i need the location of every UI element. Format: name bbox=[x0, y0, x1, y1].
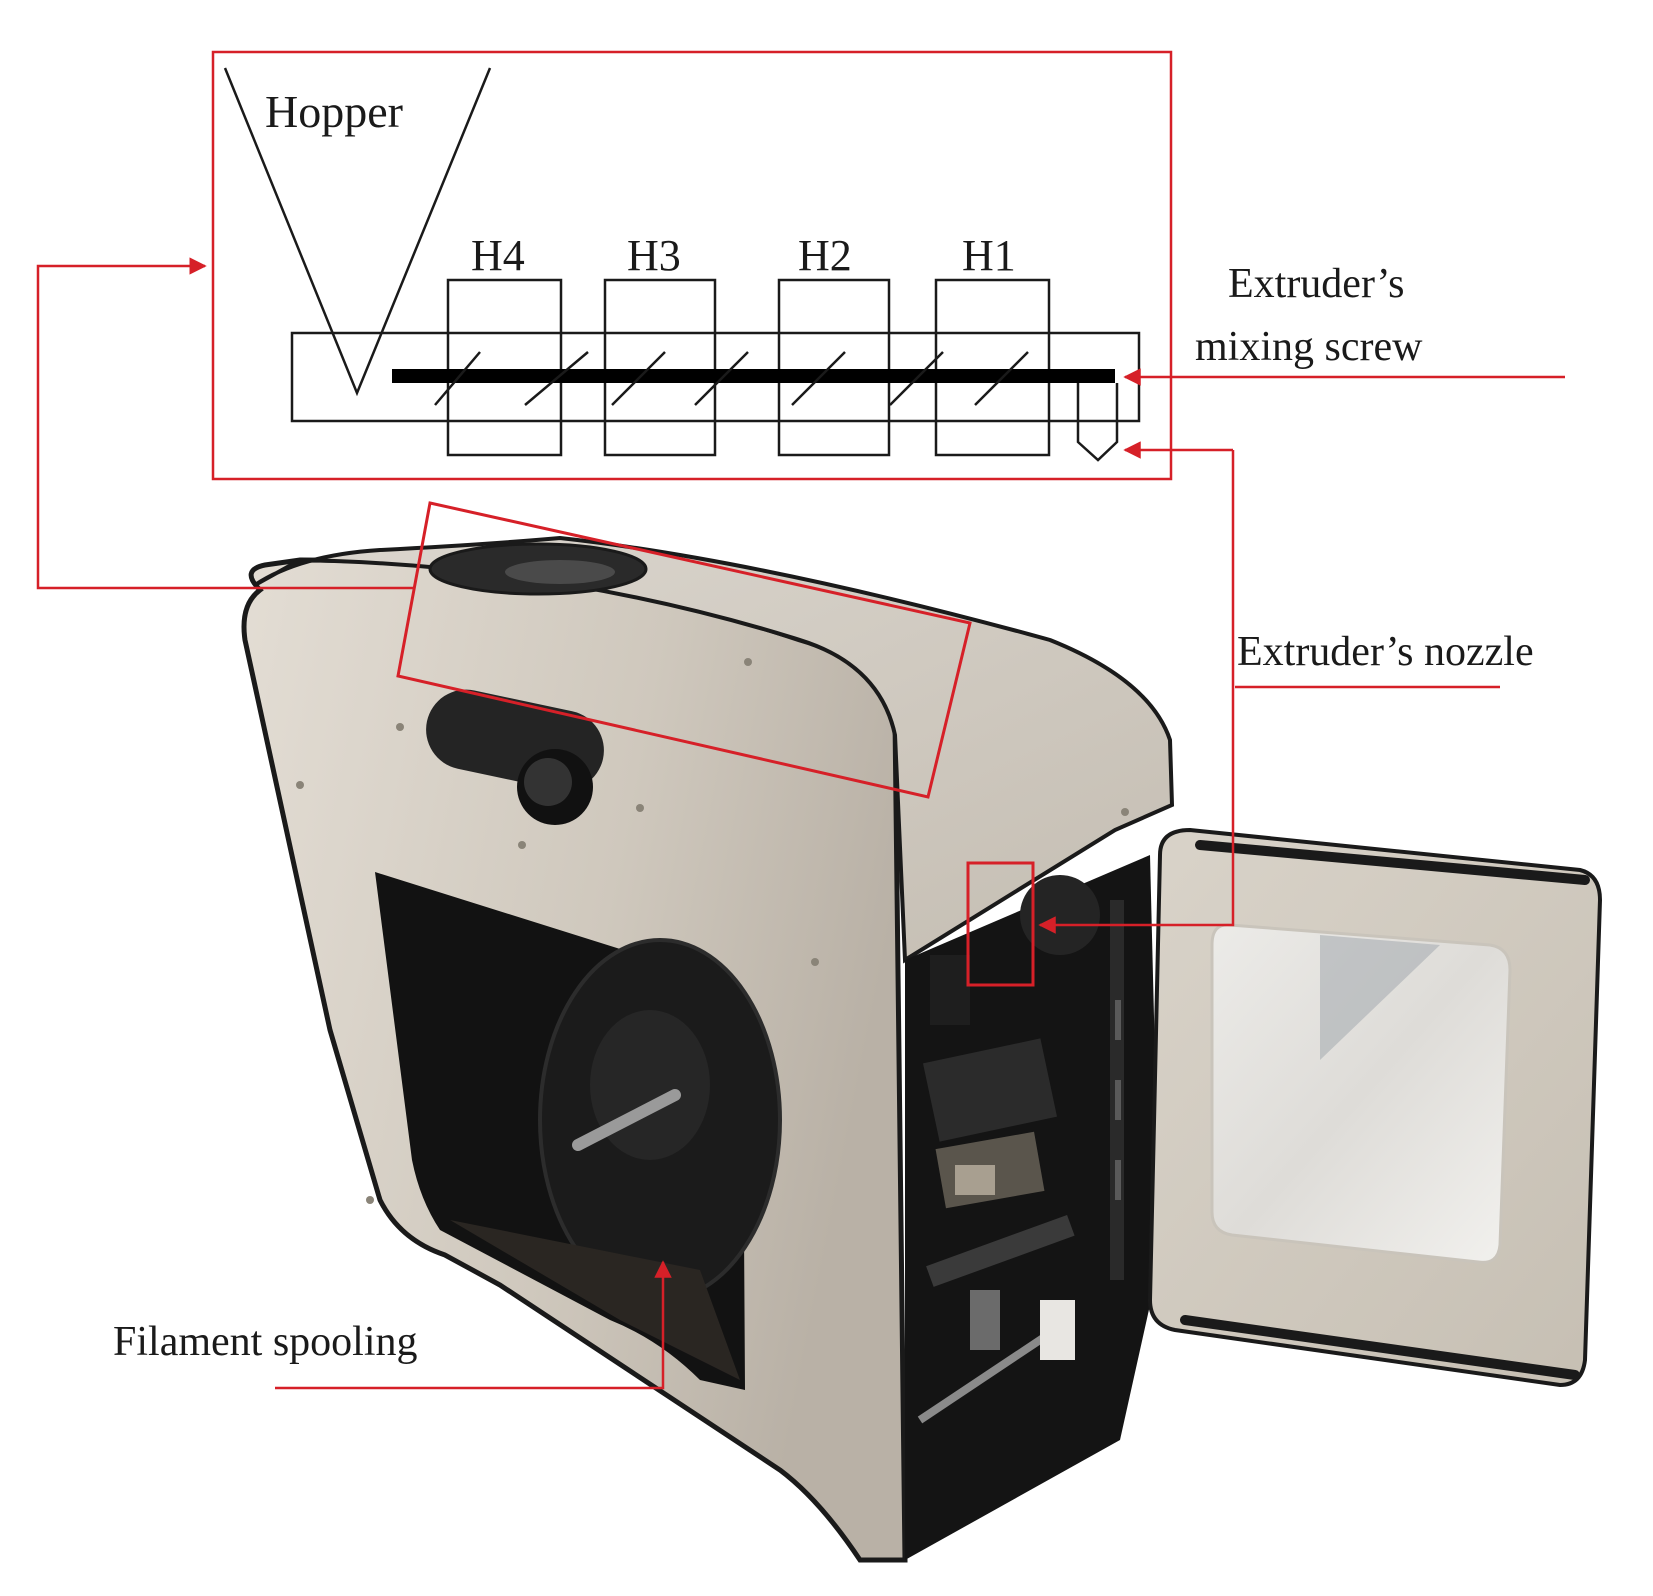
heater-label-h2: H2 bbox=[798, 231, 852, 280]
mixing-screw-label-line2: mixing screw bbox=[1195, 324, 1423, 370]
hopper-highlight-box bbox=[396, 501, 972, 799]
heater-zone-h4 bbox=[446, 278, 563, 457]
heater-zone-h3 bbox=[603, 278, 717, 457]
heater-label-h1: H1 bbox=[962, 231, 1016, 280]
heater-zones bbox=[446, 278, 1051, 457]
hopper-shape bbox=[223, 67, 492, 397]
schematic-frame bbox=[211, 50, 1173, 481]
spooling-label: Filament spooling bbox=[113, 1319, 418, 1365]
nozzle-label: Extruder’s nozzle bbox=[1237, 629, 1534, 675]
heater-zone-h1 bbox=[934, 278, 1051, 457]
spooling-pointer bbox=[275, 1260, 672, 1390]
hopper-label: Hopper bbox=[265, 86, 403, 137]
door-window bbox=[1210, 923, 1512, 1264]
callouts bbox=[36, 257, 1565, 1390]
hopper-link-line bbox=[36, 257, 415, 590]
extruder-schematic: Hopper H4 H3 H2 H1 bbox=[211, 50, 1173, 481]
mixing-screw-flights bbox=[434, 351, 1029, 406]
nozzle-highlight-box bbox=[966, 861, 1035, 987]
heater-label-h3: H3 bbox=[627, 231, 681, 280]
spool-shaft bbox=[572, 1089, 681, 1151]
extruder-device-photo bbox=[241, 535, 1603, 1563]
heater-label-h4: H4 bbox=[471, 231, 525, 280]
nozzle-shape bbox=[1076, 383, 1119, 462]
panel-screws bbox=[296, 658, 1129, 1204]
device-top-cover bbox=[253, 535, 1175, 964]
interior-mechanics bbox=[917, 875, 1124, 1424]
mixing-screw-label-line1: Extruder’s bbox=[1228, 261, 1405, 307]
nozzle-pointer-schematic bbox=[1038, 450, 1235, 934]
heater-zone-h2 bbox=[777, 278, 891, 457]
